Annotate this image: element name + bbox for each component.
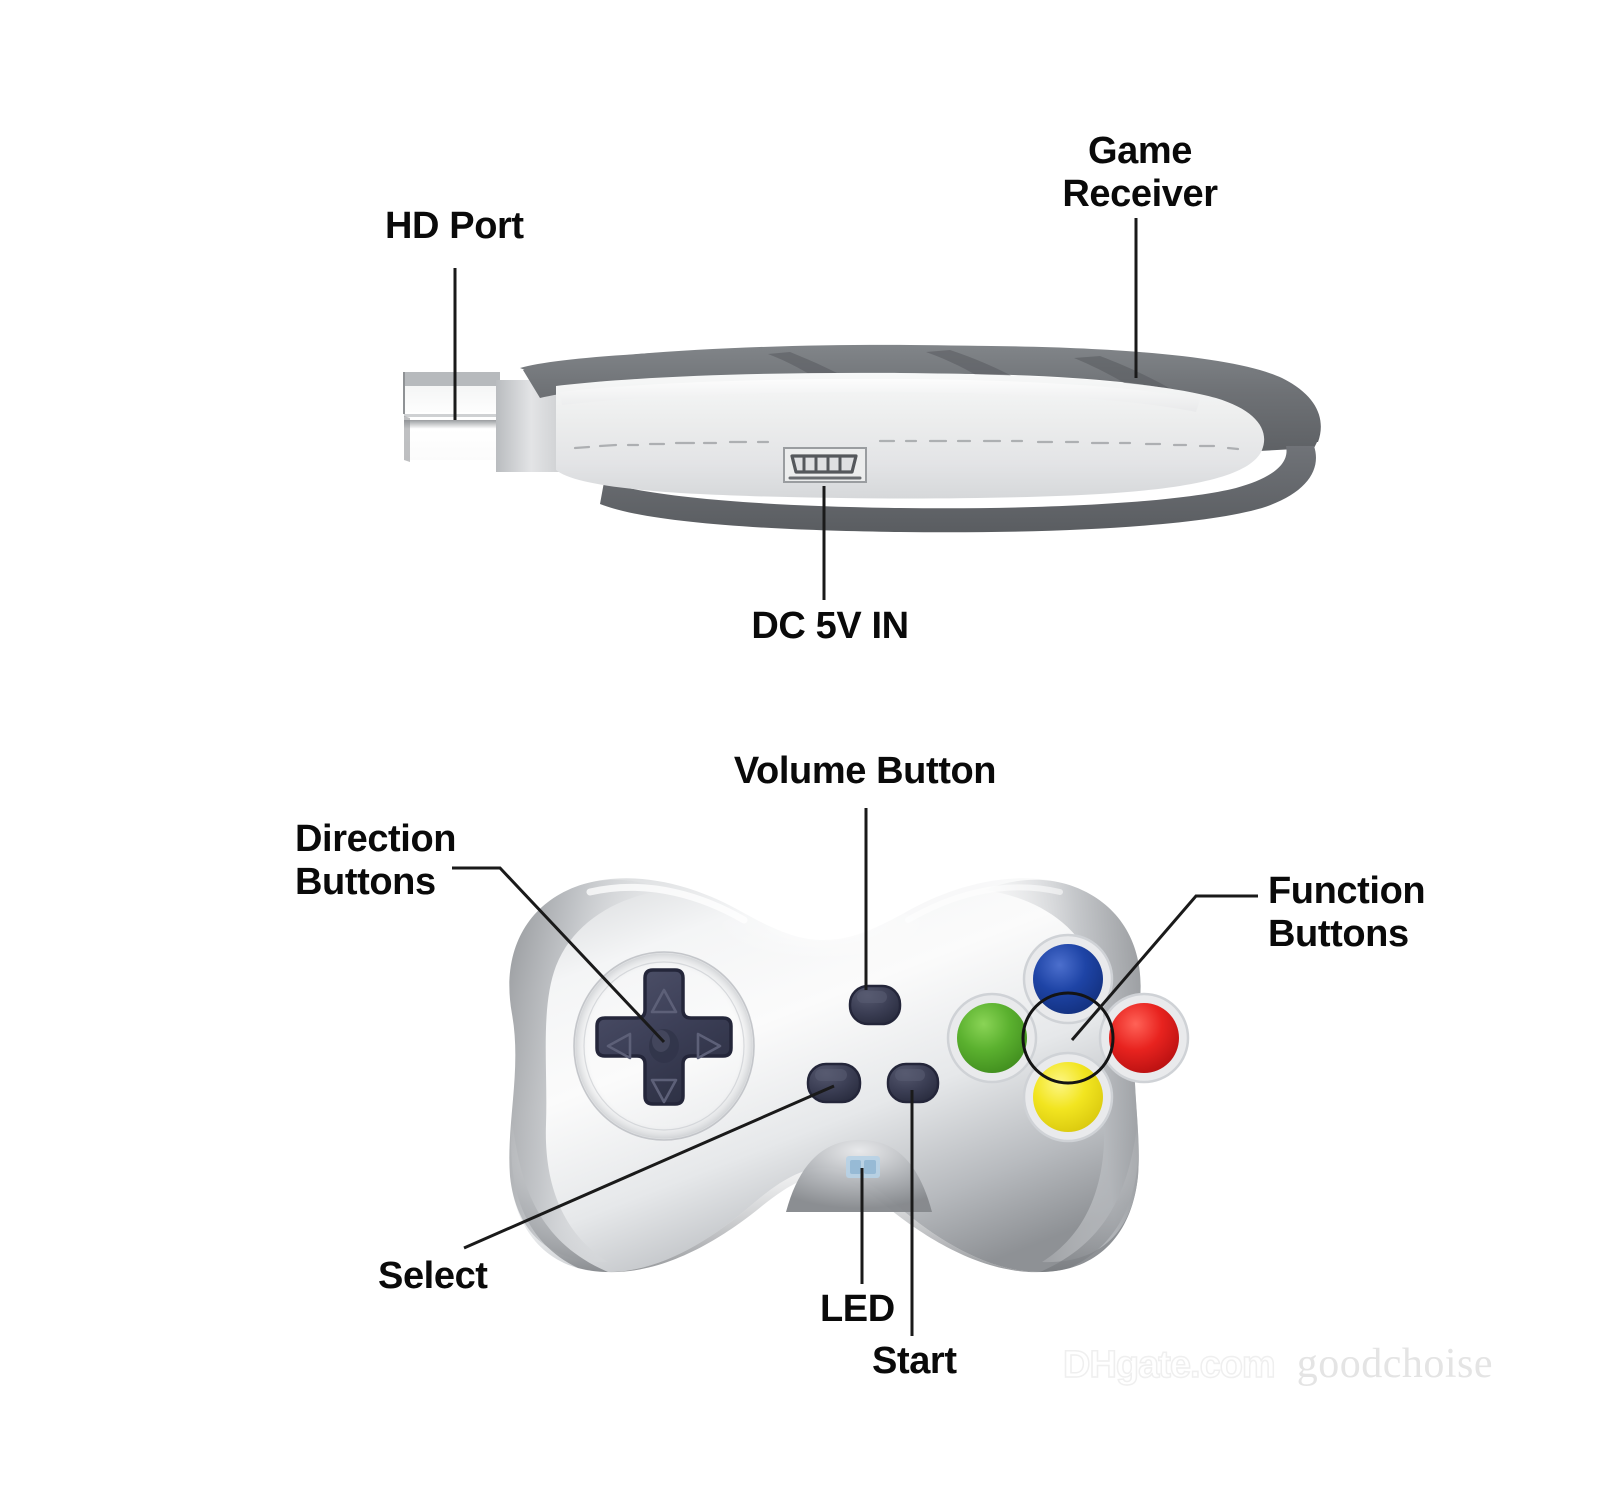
- receiver-dongle-art: [403, 344, 1321, 533]
- hd-port-connector: [403, 372, 500, 462]
- callout-dc-5v-in: DC 5V IN: [751, 605, 909, 647]
- receiver-seam: [573, 439, 1240, 451]
- led-indicator-shape: [786, 1140, 932, 1212]
- leader-function: [1070, 894, 1258, 1041]
- function-button-blue: [1033, 944, 1103, 1014]
- dpad-arrow-left-icon: [606, 1032, 632, 1060]
- volume-button-shape: [848, 984, 902, 1026]
- callout-select: Select: [378, 1255, 488, 1297]
- dc-5v-in-port: [783, 447, 867, 483]
- callout-led: LED: [820, 1288, 895, 1330]
- function-button-yellow: [1033, 1062, 1103, 1132]
- start-button-shape: [886, 1062, 940, 1104]
- watermark-brand: DHgate.com: [1062, 1343, 1276, 1387]
- function-buttons-cluster: [946, 933, 1190, 1143]
- dpad-arrow-up-icon: [650, 988, 678, 1014]
- callout-hd-port: HD Port: [385, 205, 524, 247]
- callout-volume-button: Volume Button: [733, 750, 997, 792]
- leader-select: [463, 1084, 835, 1250]
- callout-direction-buttons: Direction Buttons: [295, 818, 457, 903]
- select-button-shape: [806, 1062, 862, 1104]
- watermark-seller: goodchoise: [1296, 1341, 1494, 1387]
- callout-start: Start: [872, 1340, 957, 1382]
- dpad-arrow-right-icon: [696, 1032, 722, 1060]
- receiver-ridges: [768, 350, 1196, 408]
- function-button-red: [1109, 1003, 1179, 1073]
- direction-buttons-dpad: [595, 968, 733, 1106]
- callout-game-receiver: Game Receiver: [1062, 130, 1218, 215]
- function-button-green: [957, 1003, 1027, 1073]
- dpad-well: [572, 950, 756, 1142]
- callout-function-buttons: Function Buttons: [1268, 870, 1426, 955]
- gamepad-art: [509, 878, 1190, 1273]
- dpad-arrow-down-icon: [650, 1078, 678, 1104]
- watermark: DHgate.com goodchoise: [1062, 1340, 1494, 1388]
